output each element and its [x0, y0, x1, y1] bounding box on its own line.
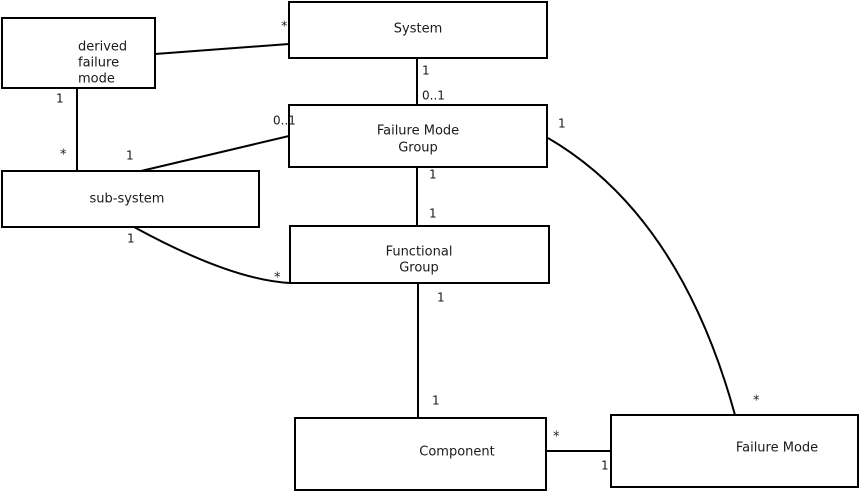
edge-sub-system-to-failure-mode-group	[140, 135, 290, 172]
multiplicity-layer: * 1 0..1 1 * 1 0..1 1 1 1 1 * 1 1 * 1 * …	[0, 0, 760, 473]
multiplicity-component-to-failure-mode: 1	[601, 459, 609, 473]
multiplicity-sub-system-to-failure-mode-group: 0..1	[273, 114, 296, 128]
node-label-derived-failure-mode-line1: derived	[78, 40, 127, 55]
node-box-derived-failure-mode[interactable]	[1, 17, 156, 89]
node-system[interactable]: System	[288, 1, 548, 59]
node-box-failure-mode-group[interactable]	[288, 104, 548, 168]
node-label-failure-mode: Failure Mode	[736, 441, 818, 456]
node-label-functional-group-line1: Functional	[386, 245, 453, 260]
multiplicity-sub-system-to-functional-group: *	[274, 271, 281, 286]
node-derived-failure-mode[interactable]: derived failure mode	[1, 17, 156, 89]
multiplicity-failure-mode-to-component: *	[753, 394, 760, 409]
node-label-derived-failure-mode-line2: failure	[78, 56, 119, 71]
multiplicity-failure-mode-to-failure-mode-group: *	[0, 0, 7, 8]
multiplicity-system-to-failure-mode-group: 0..1	[422, 89, 445, 103]
node-box-functional-group[interactable]	[289, 225, 550, 284]
node-box-failure-mode[interactable]	[610, 414, 859, 488]
node-failure-mode-group[interactable]: Failure Mode Group	[288, 104, 548, 168]
multiplicity-system-to-derived-failure-mode: 1	[422, 64, 430, 78]
multiplicity-failure-mode-group-to-functional-group: 1	[429, 207, 437, 221]
node-label-system: System	[394, 22, 442, 37]
node-label-failure-mode-group-line1: Failure Mode	[377, 124, 459, 139]
multiplicity-failure-mode-group-to-failure-mode: 1	[429, 168, 437, 182]
multiplicity-functional-group-to-sub-system: 1	[437, 291, 445, 305]
node-functional-group[interactable]: Functional Group	[289, 225, 550, 284]
edge-layer	[76, 43, 736, 452]
multiplicity-sub-system-to-derived-failure-mode: 1	[126, 149, 134, 163]
multiplicity-functional-group-to-component: 1	[432, 394, 440, 408]
node-sub-system[interactable]: sub-system	[1, 170, 260, 228]
node-box-sub-system[interactable]	[1, 170, 260, 228]
multiplicity-component-to-functional-group: *	[553, 430, 560, 445]
node-box-component[interactable]	[294, 417, 547, 491]
multiplicity-derived-failure-mode-to-system: *	[281, 20, 288, 35]
edge-failure-mode-group-to-failure-mode	[547, 137, 736, 416]
multiplicity-failure-mode-group-to-system: 1	[56, 92, 64, 106]
node-label-derived-failure-mode-line3: mode	[78, 72, 115, 87]
multiplicity-failure-mode-group-to-sub-system: 1	[558, 117, 566, 131]
node-label-functional-group-line2: Group	[399, 261, 439, 276]
multiplicity-functional-group-to-failure-mode-group: 1	[127, 232, 135, 246]
node-failure-mode[interactable]: Failure Mode	[610, 414, 859, 488]
node-component[interactable]: Component	[294, 417, 547, 491]
edge-sub-system-to-functional-group	[133, 226, 291, 284]
multiplicity-derived-failure-mode-to-sub-system: *	[60, 148, 67, 163]
node-label-failure-mode-group-line2: Group	[398, 141, 438, 156]
node-label-sub-system: sub-system	[90, 192, 165, 207]
edge-derived-failure-mode-to-system	[154, 43, 290, 55]
node-label-component: Component	[419, 445, 494, 460]
node-box-system[interactable]	[288, 1, 548, 59]
